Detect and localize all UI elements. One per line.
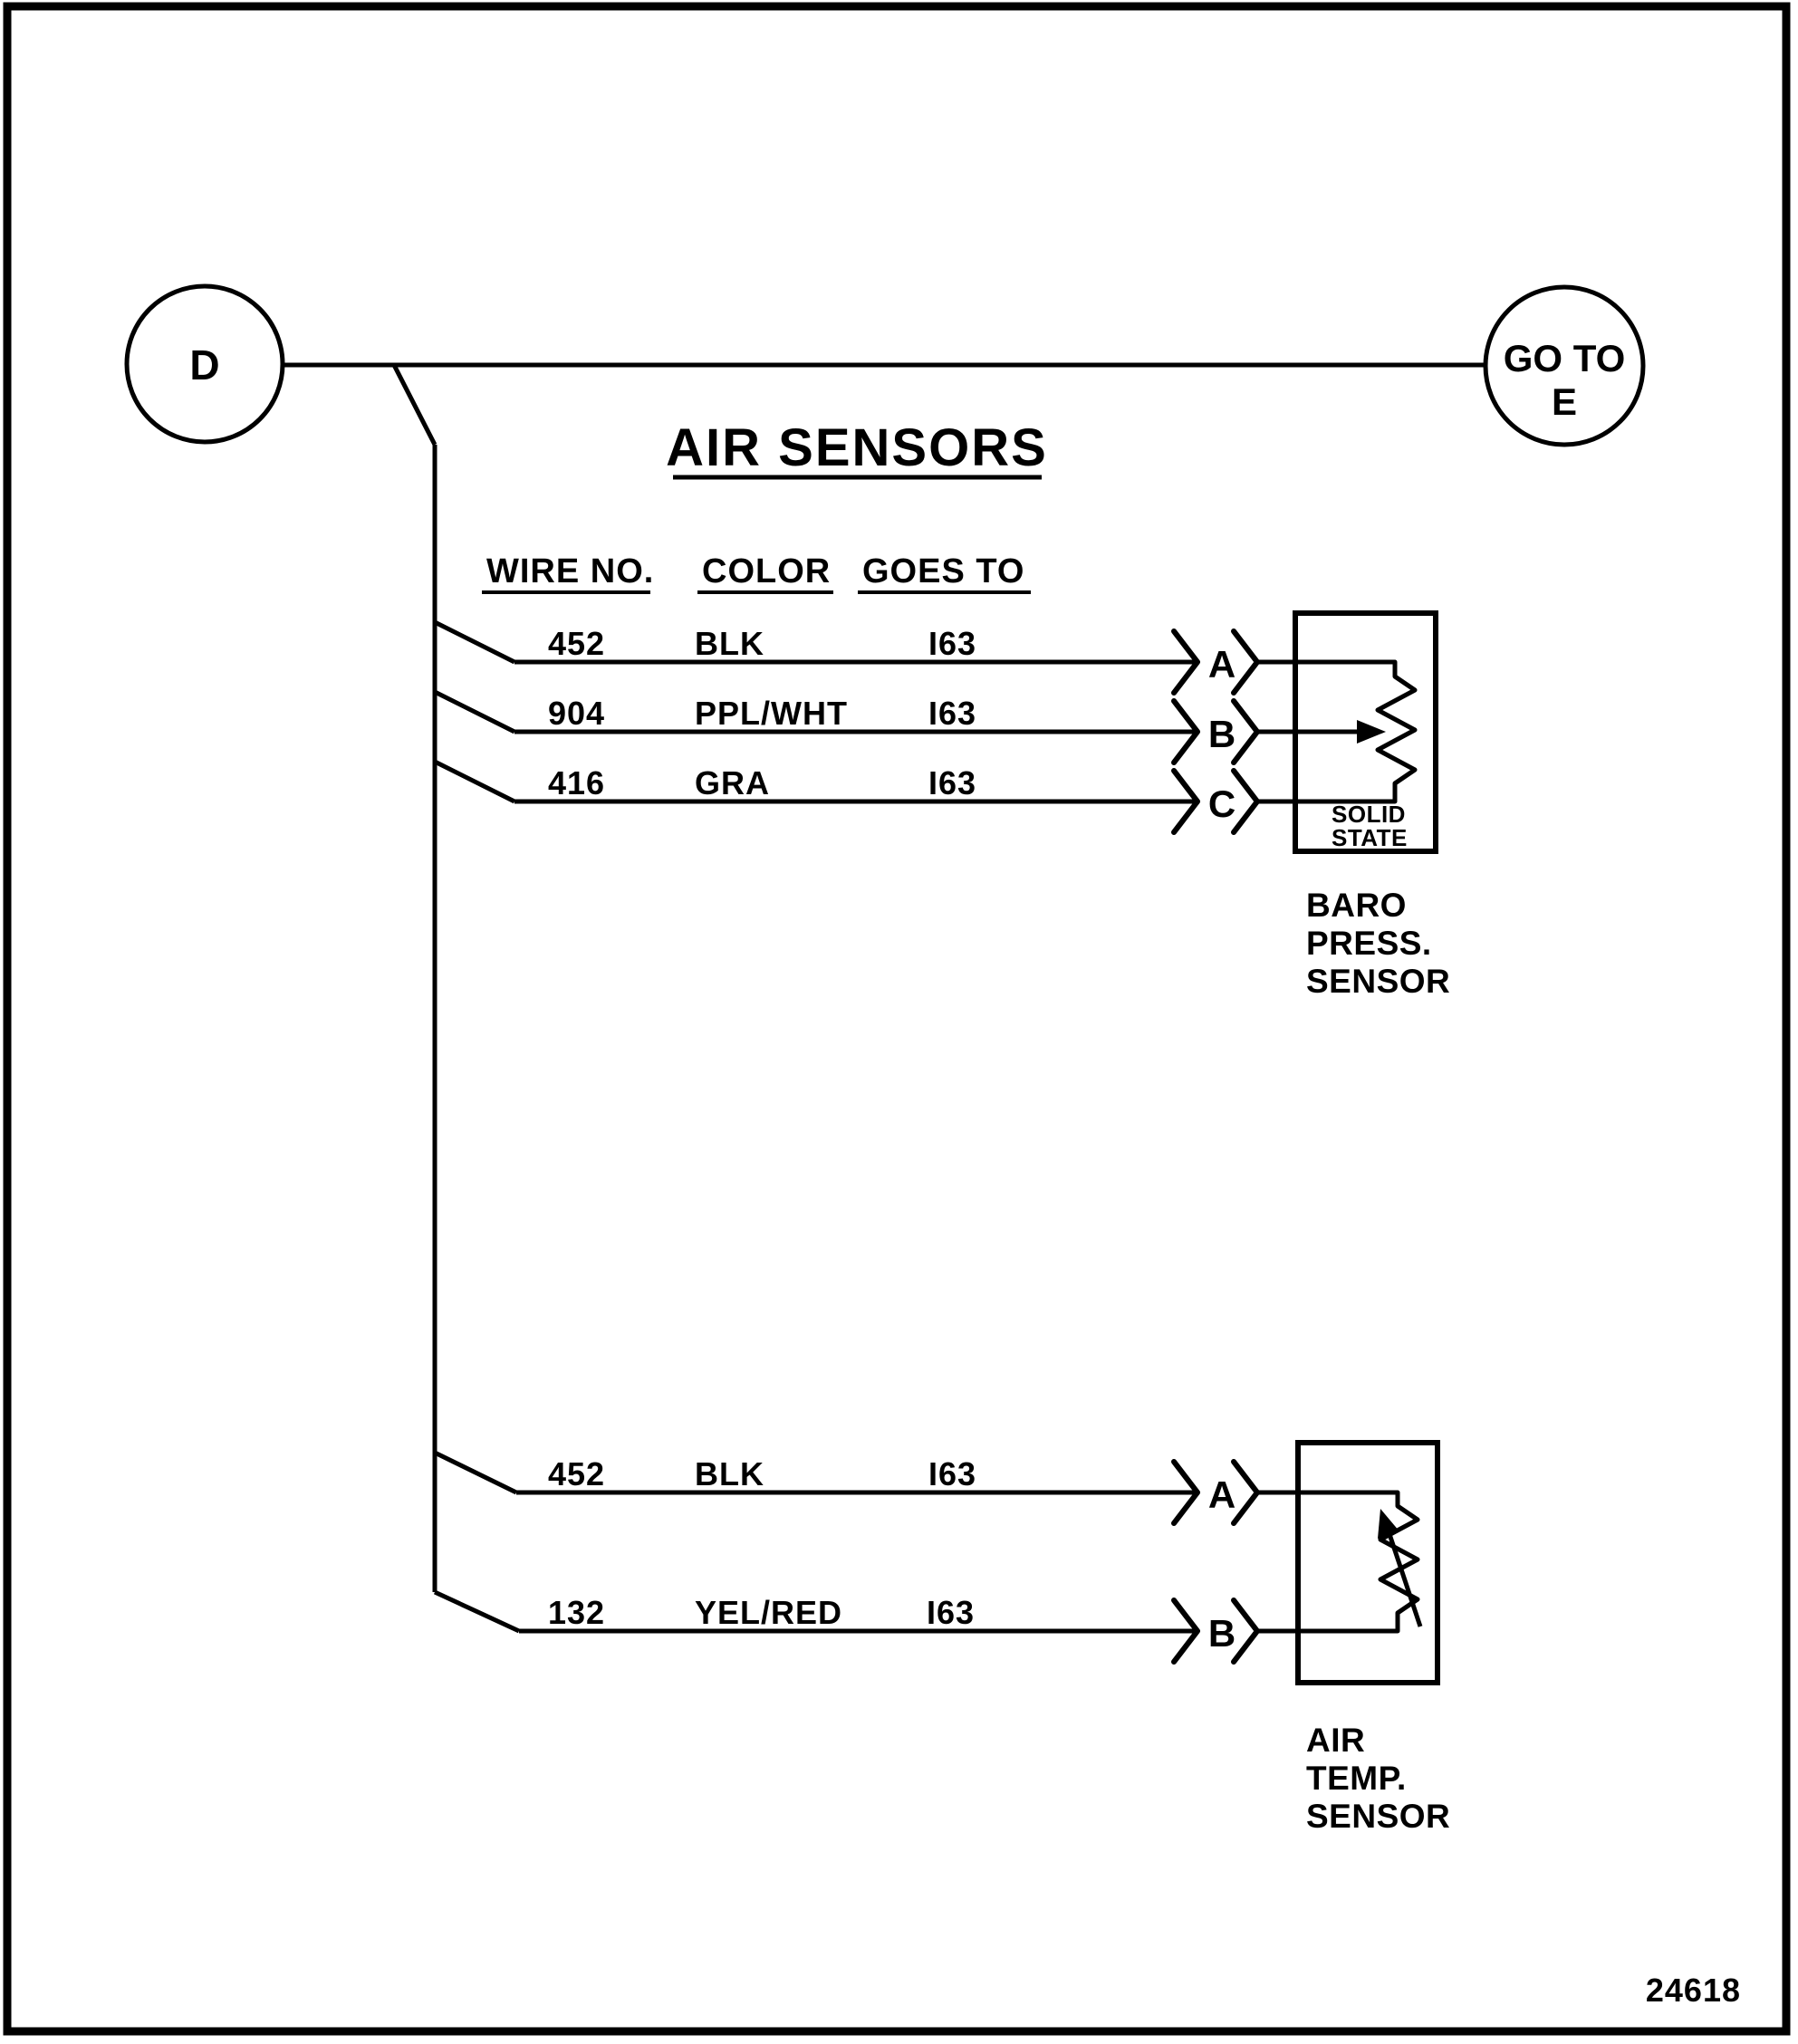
node-goto-e-label-line1: GO TO xyxy=(1504,337,1626,379)
thermistor-arrow-shaft xyxy=(1387,1533,1423,1627)
connector-chevron-icon xyxy=(1231,1598,1260,1665)
header-wire-no: WIRE NO. xyxy=(486,552,654,590)
air-temp-sensor-box xyxy=(1295,1440,1440,1685)
air-temp-sensor-component xyxy=(1257,1440,1440,1685)
pin-letter: B xyxy=(1208,1612,1236,1655)
header-color: COLOR xyxy=(702,552,831,590)
wire-goes-to: I63 xyxy=(928,695,976,732)
harness-branch-diagonal xyxy=(391,363,437,446)
figure-number: 24618 xyxy=(1646,1972,1741,2009)
connector-chevron-icon xyxy=(1231,629,1260,696)
node-d: D xyxy=(124,283,285,445)
wire-number: 452 xyxy=(548,625,605,662)
wire-branch-diagonal xyxy=(433,759,516,804)
wire-branch-diagonal xyxy=(433,1589,521,1634)
wiper-arrowhead-icon xyxy=(1357,720,1386,744)
wire-branch-diagonal xyxy=(433,619,516,665)
pin-letter: C xyxy=(1208,782,1236,825)
connector-chevron-icon xyxy=(1171,698,1200,765)
wire-color: BLK xyxy=(695,1455,764,1492)
baro-label-line3: SENSOR xyxy=(1306,963,1450,1000)
node-d-label: D xyxy=(189,341,219,389)
pin-letter: B xyxy=(1208,713,1236,755)
air-temp-label-line1: AIR xyxy=(1306,1722,1365,1759)
wire-color: BLK xyxy=(695,625,764,662)
solid-state-text-line1: SOLID xyxy=(1332,801,1406,828)
wire-color: PPL/WHT xyxy=(695,695,848,732)
baro-press-sensor-component: SOLID STATE xyxy=(1257,610,1438,854)
node-goto-e-label-line2: E xyxy=(1552,380,1577,423)
connector-chevron-icon xyxy=(1171,1459,1200,1526)
table-header-row: WIRE NO. COLOR GOES TO xyxy=(482,552,1031,594)
diagram-title-text: AIR SENSORS xyxy=(666,418,1048,477)
thermistor-arrowhead-icon xyxy=(1378,1509,1399,1539)
table-row: 416 GRA I63 C xyxy=(433,759,1260,835)
header-goes-to: GOES TO xyxy=(862,552,1024,590)
baro-press-sensor-label: BARO PRESS. SENSOR xyxy=(1306,887,1450,1000)
table-row: 452 BLK I63 A xyxy=(433,619,1260,696)
connector-chevron-icon xyxy=(1231,1459,1260,1526)
pin-letter: A xyxy=(1208,1473,1236,1516)
thermistor-resistor-symbol xyxy=(1378,1490,1420,1634)
connector-chevron-icon xyxy=(1171,768,1200,835)
diagram-title: AIR SENSORS xyxy=(666,418,1048,480)
wire-number: 452 xyxy=(548,1455,605,1492)
table-row: 452 BLK I63 A xyxy=(433,1450,1260,1526)
wire-color: YEL/RED xyxy=(695,1594,842,1631)
wire-goes-to: I63 xyxy=(928,625,976,662)
table-row: 132 YEL/RED I63 B xyxy=(433,1589,1260,1665)
wire-color: GRA xyxy=(695,764,770,801)
baro-label-line1: BARO xyxy=(1306,887,1407,924)
wire-number: 132 xyxy=(548,1594,605,1631)
potentiometer-resistor-symbol xyxy=(1375,659,1418,804)
wire-number: 904 xyxy=(548,695,605,732)
air-temp-sensor-label: AIR TEMP. SENSOR xyxy=(1306,1722,1450,1835)
solid-state-text-line2: STATE xyxy=(1332,824,1408,851)
wire-number: 416 xyxy=(548,764,605,801)
wire-branch-diagonal xyxy=(433,1450,518,1495)
air-temp-label-line2: TEMP. xyxy=(1306,1760,1407,1797)
wire-goes-to: I63 xyxy=(928,1455,976,1492)
wire-goes-to: I63 xyxy=(927,1594,975,1631)
page-border xyxy=(3,2,1791,2036)
table-row: 904 PPL/WHT I63 B xyxy=(433,689,1260,765)
node-goto-e: GO TO E xyxy=(1483,284,1646,447)
baro-label-line2: PRESS. xyxy=(1306,925,1432,962)
connector-chevron-icon xyxy=(1171,629,1200,696)
wire-branch-diagonal xyxy=(433,689,516,734)
connector-chevron-icon xyxy=(1171,1598,1200,1665)
pin-letter: A xyxy=(1208,643,1236,686)
air-temp-label-line3: SENSOR xyxy=(1306,1798,1450,1835)
connector-chevron-icon xyxy=(1231,768,1260,835)
wire-goes-to: I63 xyxy=(928,764,976,801)
connector-chevron-icon xyxy=(1231,698,1260,765)
